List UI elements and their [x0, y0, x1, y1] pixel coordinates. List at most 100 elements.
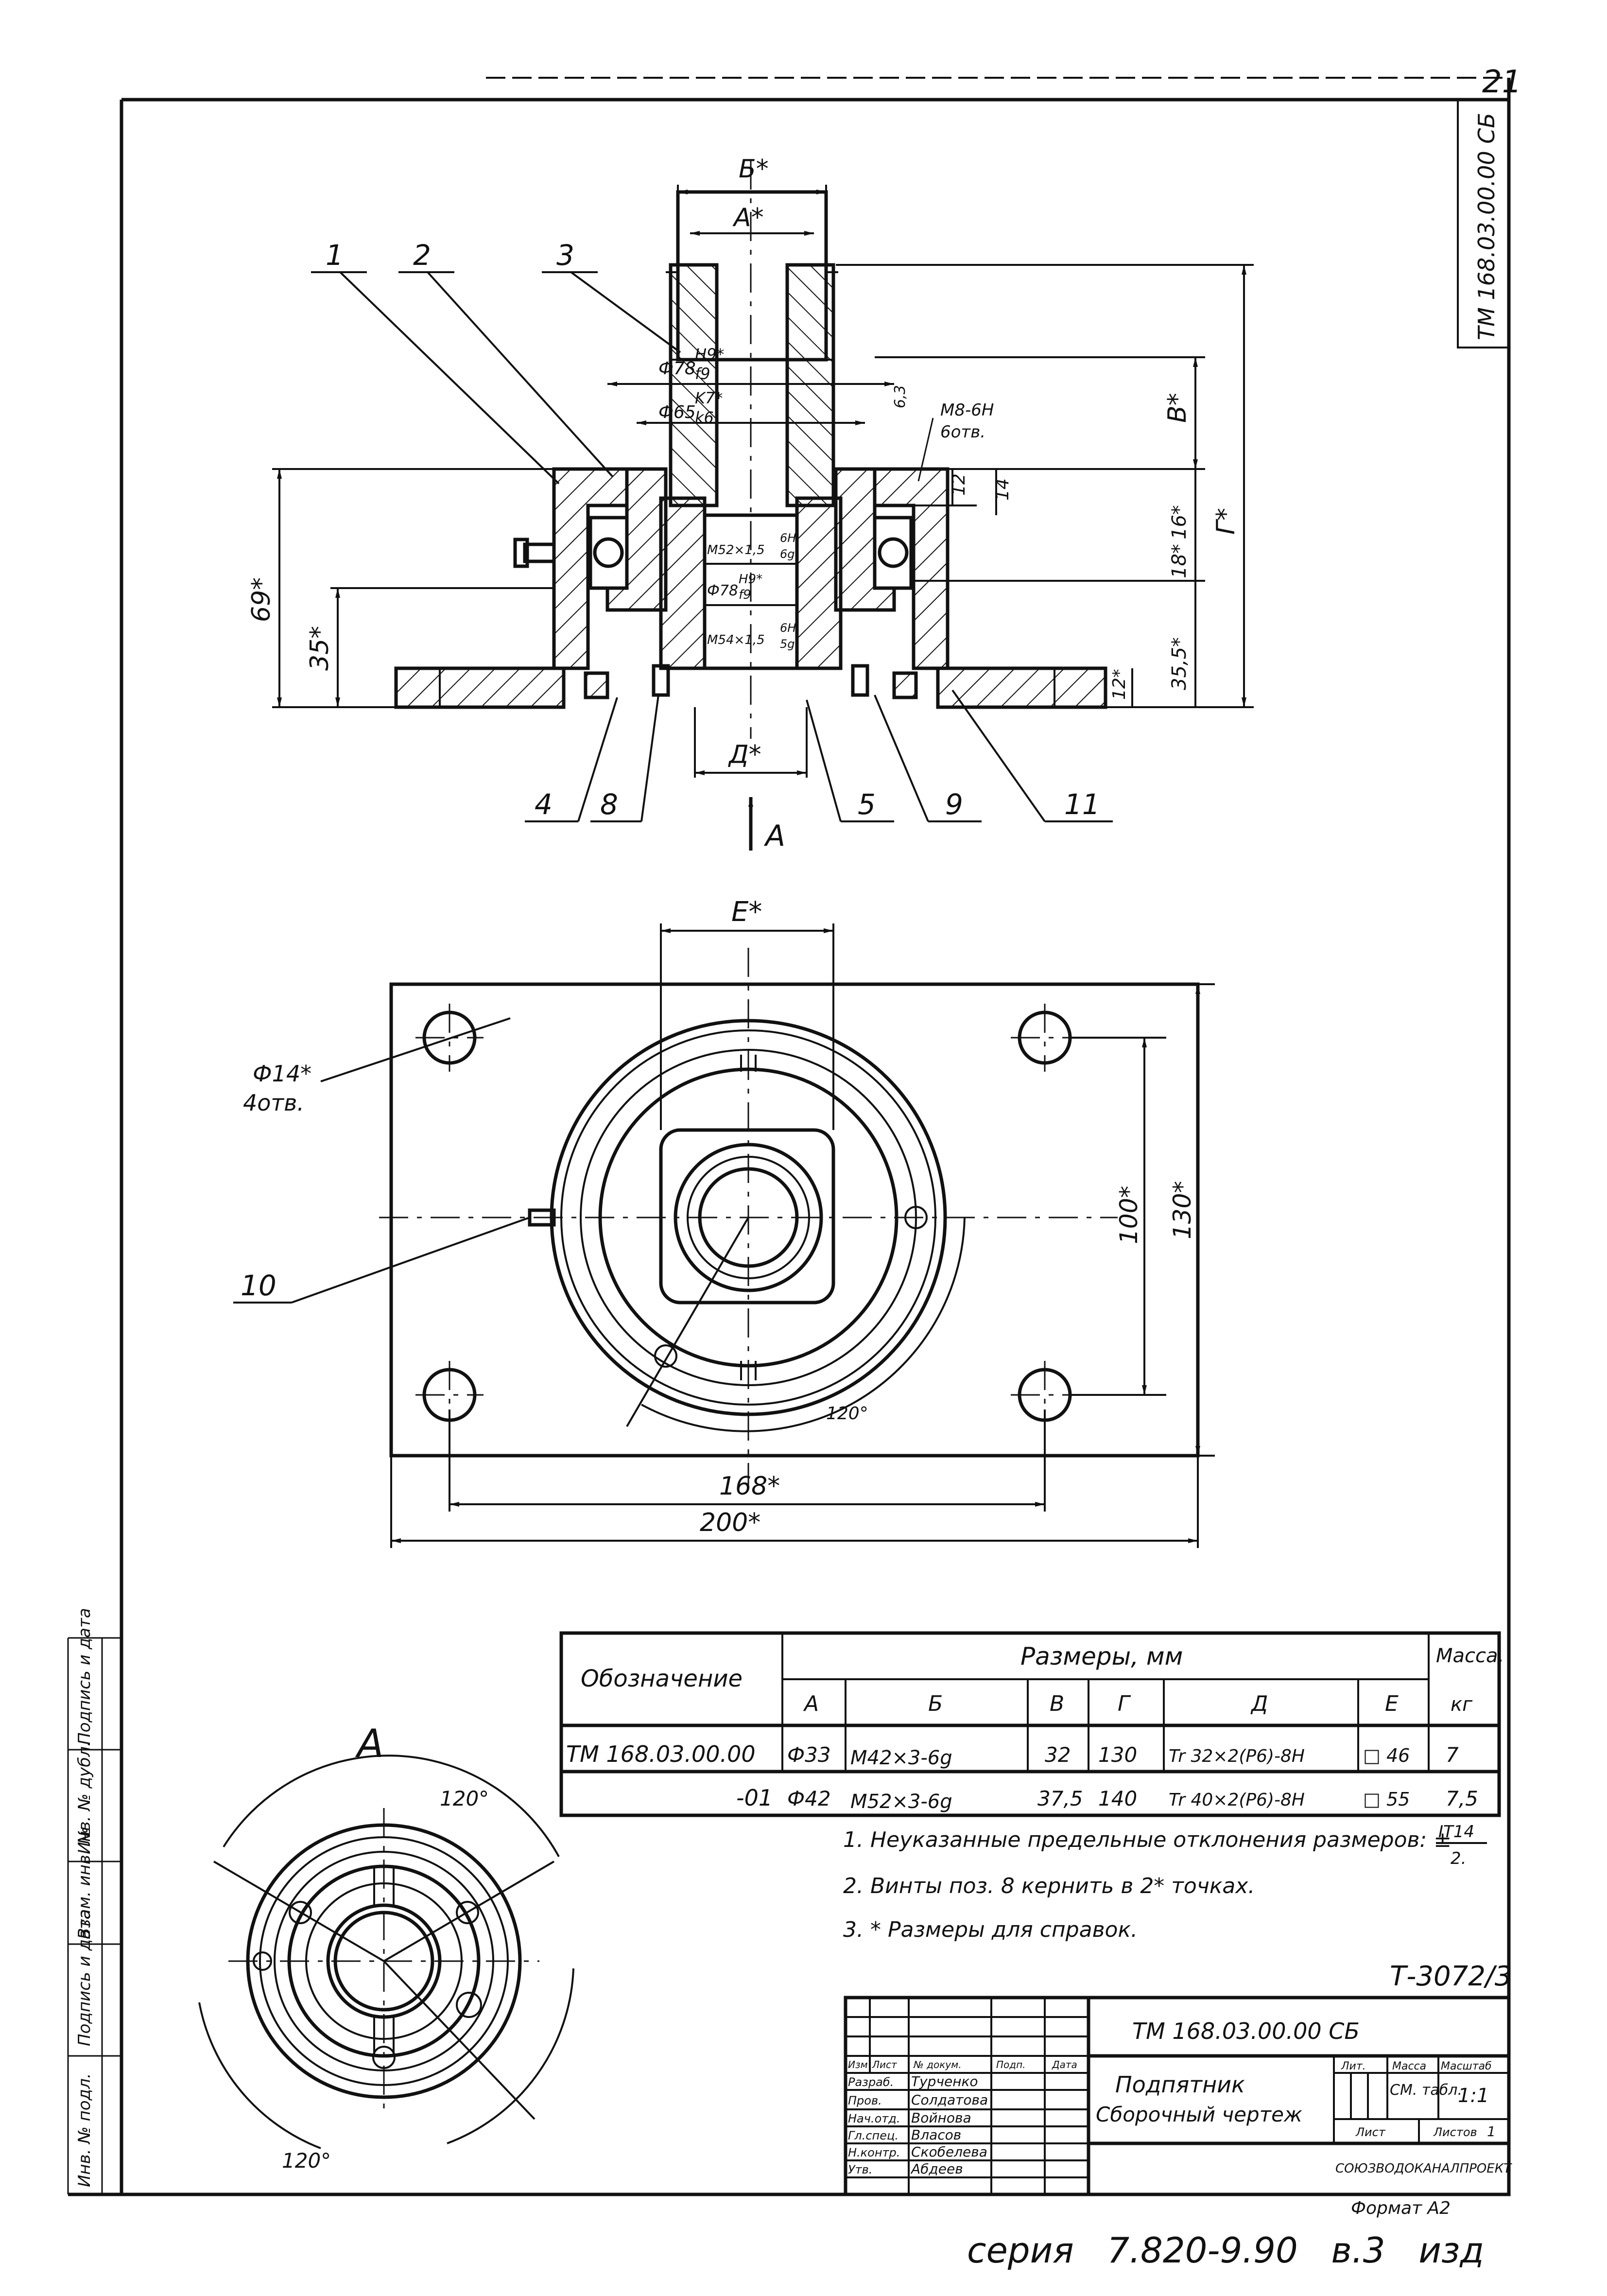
- svg-text:H9*: H9*: [739, 572, 762, 587]
- tb-scale: 1:1: [1458, 2085, 1489, 2107]
- base-plate-left: [394, 666, 566, 709]
- nut-left: [659, 496, 707, 670]
- svg-text:K7*: K7*: [695, 389, 723, 407]
- strip-sign-2: Подпись и дата: [75, 1608, 94, 1745]
- dim-g-star: Г*: [1211, 508, 1241, 535]
- series-label: серия 7.820-9.90 в.3 изд: [967, 2230, 1484, 2271]
- side-code: ТМ 168.03.00.00 СБ: [1473, 113, 1500, 340]
- svg-text:Tr 32×2(P6)-8H: Tr 32×2(P6)-8H: [1169, 1746, 1305, 1766]
- svg-text:Лит.: Лит.: [1341, 2060, 1366, 2072]
- svg-text:130: 130: [1098, 1743, 1137, 1767]
- title-block: ТМ 168.03.00.00 СБ Подпятник Сборочный ч…: [844, 1996, 1512, 2196]
- svg-text:□ 46: □ 46: [1363, 1745, 1410, 1766]
- svg-text:7: 7: [1446, 1743, 1459, 1767]
- svg-text:Лист: Лист: [1355, 2125, 1386, 2139]
- th-designation: Обозначение: [581, 1665, 743, 1692]
- left-strip: Инв. № подл. Подпись и дата Взам. инв. №…: [75, 1608, 94, 2187]
- svg-text:f9: f9: [739, 588, 751, 602]
- svg-text:Масса: Масса: [1392, 2060, 1426, 2072]
- svg-text:IT14: IT14: [1438, 1822, 1474, 1842]
- svg-text:Гл.спец.: Гл.спец.: [848, 2129, 899, 2142]
- fit-78-b: Ф78: [707, 582, 738, 599]
- svg-text:Масштаб: Масштаб: [1441, 2060, 1492, 2072]
- plan-plate: [389, 982, 1200, 1458]
- angle-120-a2: 120°: [282, 2149, 331, 2173]
- svg-text:k6: k6: [695, 408, 714, 427]
- nut-right: [795, 496, 843, 670]
- note-3: 3. * Размеры для справок.: [843, 1917, 1138, 1942]
- pos-1: 1: [326, 239, 344, 272]
- dim-35-5: 35,5*: [1168, 637, 1191, 690]
- dim-100: 100*: [1115, 1186, 1143, 1244]
- tb-name-1: Подпятник: [1115, 2071, 1245, 2098]
- size-table-body: [559, 1723, 1501, 1817]
- dim-35: 35*: [305, 626, 334, 671]
- svg-text:32: 32: [1045, 1743, 1071, 1767]
- format-label: Формат А2: [1351, 2198, 1451, 2218]
- side-code-box: ТМ 168.03.00.00 СБ: [1457, 99, 1510, 348]
- plan-view: [379, 948, 1200, 1487]
- th-mass: Масса,: [1436, 1645, 1504, 1667]
- svg-text:Г: Г: [1118, 1691, 1131, 1716]
- size-table: Обозначение Размеры, мм Масса, кг А Б В …: [559, 1631, 1504, 1813]
- tb-org: СОЮЗВОДОКАНАЛПРОЕКТ: [1335, 2161, 1512, 2176]
- fit-65: Ф65: [658, 402, 696, 422]
- strip-replace: Взам. инв. №: [75, 1827, 94, 1939]
- dim-hole-14: Ф14*: [253, 1061, 311, 1087]
- svg-text:2.: 2.: [1451, 1849, 1466, 1868]
- svg-text:В: В: [1050, 1691, 1064, 1716]
- pos-3: 3: [556, 239, 574, 272]
- dim-200: 200*: [700, 1508, 760, 1537]
- svg-text:5g: 5g: [780, 637, 795, 651]
- strip-sign-1: Подпись и дата: [75, 1909, 94, 2046]
- fit-78: Ф78: [658, 359, 696, 379]
- pos-8: 8: [600, 788, 618, 821]
- svg-text:1: 1: [1487, 2123, 1496, 2139]
- note-1: 1. Неуказанные предельные отклонения раз…: [843, 1827, 1451, 1852]
- thread-m52: M52×1,5: [707, 543, 765, 557]
- section-dimensions: Б* А* Ф78 H9* f9 Ф65 K7* k6 M8-6H 6отв. …: [247, 155, 1254, 853]
- svg-text:M42×3-6g: M42×3-6g: [850, 1747, 952, 1769]
- pos-2: 2: [413, 239, 431, 272]
- svg-text:6H: 6H: [780, 621, 796, 635]
- view-label: А: [355, 1721, 384, 1766]
- dim-12-star: 12*: [1109, 669, 1129, 700]
- pos-9: 9: [945, 788, 963, 821]
- svg-text:Турченко: Турченко: [911, 2073, 978, 2089]
- sheet-frame: [67, 77, 1511, 2196]
- dim-v-star: В*: [1163, 393, 1192, 423]
- svg-text:Власов: Власов: [911, 2127, 961, 2143]
- svg-text:Нач.отд.: Нач.отд.: [848, 2112, 900, 2125]
- svg-text:Пров.: Пров.: [848, 2094, 882, 2107]
- dim-b-star: Б*: [739, 155, 769, 184]
- dim-e-star: Е*: [731, 896, 762, 928]
- dim-18: 18*: [1168, 544, 1191, 578]
- svg-text:f9: f9: [695, 365, 710, 383]
- svg-text:А: А: [803, 1691, 819, 1716]
- pos-10: 10: [241, 1269, 276, 1302]
- dim-12: 12: [949, 473, 969, 496]
- svg-text:СМ. табл.: СМ. табл.: [1390, 2082, 1462, 2099]
- drawing-no: Т-3072/3: [1390, 1961, 1512, 1992]
- svg-text:Скобелева: Скобелева: [911, 2144, 987, 2160]
- svg-text:Листов: Листов: [1433, 2125, 1477, 2139]
- thread-m8: M8-6H: [940, 400, 994, 420]
- view-arrow-label: А: [763, 819, 785, 853]
- row1-designation: ТМ 168.03.00.00: [566, 1741, 756, 1767]
- svg-text:№ докум.: № докум.: [913, 2059, 962, 2070]
- angle-120-a1: 120°: [440, 1787, 489, 1810]
- svg-text:Б: Б: [928, 1691, 943, 1716]
- strip-inv-orig: Инв. № подл.: [75, 2073, 94, 2187]
- pos-4: 4: [535, 788, 553, 821]
- pos-11: 11: [1064, 788, 1100, 821]
- row2-designation: -01: [736, 1785, 773, 1811]
- dim-a-star: А*: [732, 203, 764, 232]
- svg-text:Ф42: Ф42: [787, 1787, 831, 1810]
- dim-120-plan: 120°: [826, 1404, 868, 1424]
- sheet-number: 21: [1482, 64, 1521, 100]
- svg-text:4отв.: 4отв.: [243, 1090, 304, 1116]
- svg-text:Утв.: Утв.: [848, 2163, 872, 2176]
- svg-text:Е: Е: [1385, 1691, 1399, 1716]
- svg-text:Абдеев: Абдеев: [910, 2161, 963, 2177]
- svg-text:6g: 6g: [780, 547, 795, 561]
